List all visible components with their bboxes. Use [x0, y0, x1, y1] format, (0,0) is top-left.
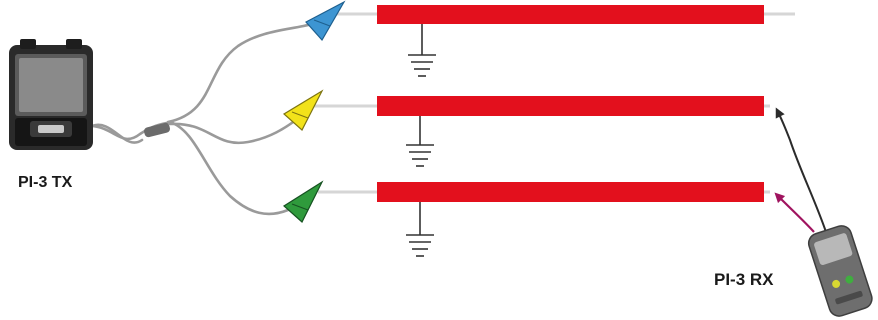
pi3-tx-device-icon: [9, 39, 93, 150]
ground-symbol-icon: [406, 116, 434, 167]
receiver-arrow-to-bottom-cable: [774, 192, 815, 233]
ground-symbol-icon: [408, 24, 436, 77]
receiver-label: PI-3 RX: [714, 270, 774, 289]
cable-bottom: [318, 182, 770, 202]
lead-splitter: [144, 122, 170, 138]
receiver-arrow-to-middle-cable: [775, 107, 827, 233]
cable-bottom-sheath: [377, 182, 764, 202]
cable-top: [328, 5, 795, 24]
crocodile-clamp-icon: [305, 0, 346, 42]
transmitter-label: PI-3 TX: [18, 174, 73, 191]
pi3-rx-handheld-icon: [807, 225, 873, 317]
cable-top-sheath: [377, 5, 764, 24]
cable-middle: [313, 96, 770, 116]
cable-middle-sheath: [377, 96, 764, 116]
test-leads: [90, 22, 314, 216]
crocodile-clamp-icon: [283, 180, 324, 223]
ground-symbol-icon: [406, 202, 434, 257]
crocodile-clamp-icon: [282, 89, 324, 131]
